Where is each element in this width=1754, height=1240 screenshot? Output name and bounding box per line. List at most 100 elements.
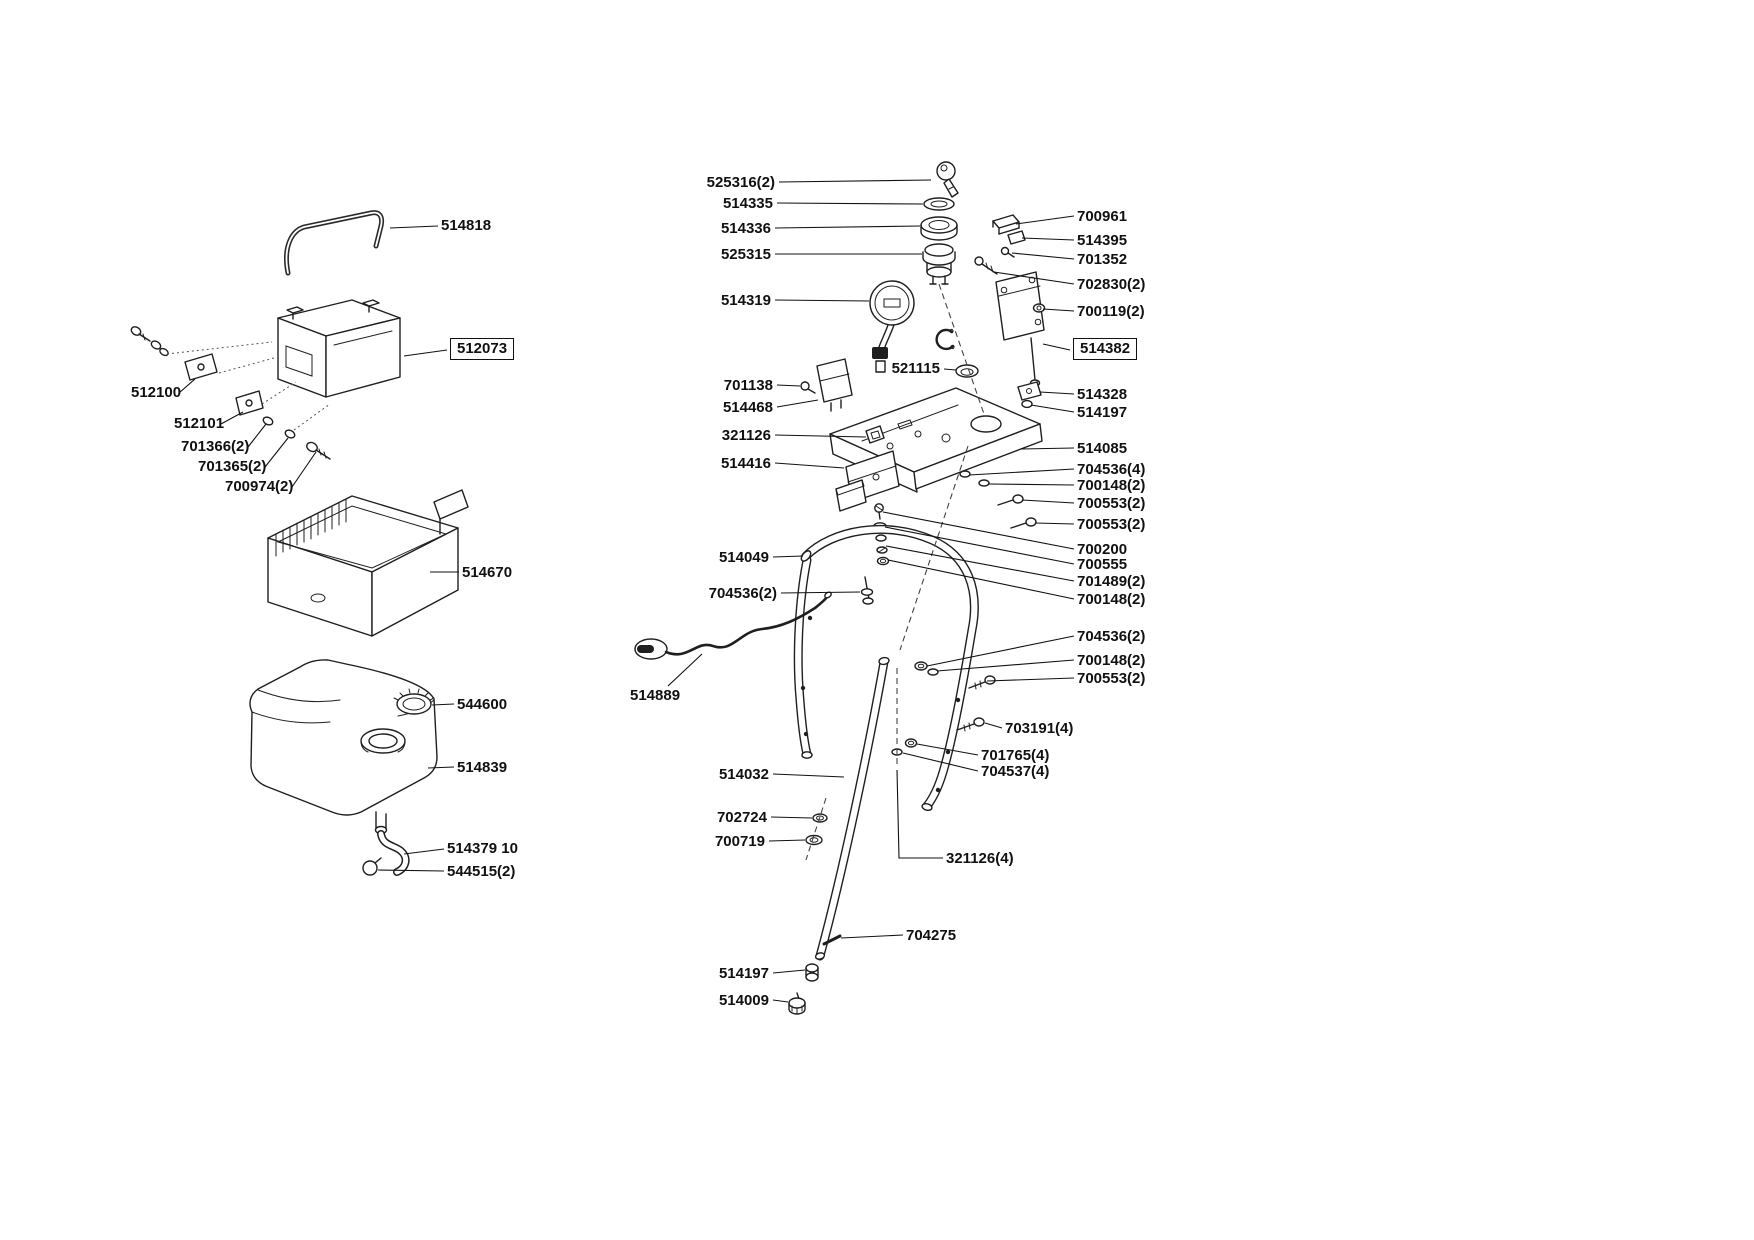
leader-line-321126-4- (896, 769, 943, 859)
leader-line-514416 (774, 462, 845, 469)
leader-line-544515-2- (377, 869, 445, 872)
leader-line-704536-2- (780, 591, 861, 594)
ignition-bezel-drawing (920, 216, 958, 241)
ignition-key-drawing (936, 161, 959, 198)
fuel-cap-drawing (393, 688, 435, 715)
leader-line-514032 (772, 773, 845, 778)
battery-tray-drawing (267, 489, 469, 637)
leader-line-514049 (772, 555, 804, 558)
leader-line-514839 (427, 766, 455, 769)
part-label-700553-2-: 700553(2) (1077, 495, 1146, 512)
leader-line-704275 (840, 934, 904, 939)
washer-700719-drawing (805, 834, 823, 846)
part-label-704537-4-: 704537(4) (981, 763, 1050, 780)
leader-line-702724 (770, 816, 813, 819)
ignition-switch-drawing (922, 243, 956, 285)
relay-screw-drawing (800, 381, 810, 391)
leader-line-514197 (772, 969, 806, 974)
part-label-700148-2-: 700148(2) (1077, 652, 1146, 669)
part-label-514032: 514032 (718, 766, 769, 783)
part-label-700553-2-: 700553(2) (1077, 670, 1146, 687)
leader-line-512101 (220, 411, 244, 425)
part-label-704536-4-: 704536(4) (1077, 461, 1146, 478)
leader-line-703191-4- (984, 722, 1003, 729)
construction-lines (166, 283, 985, 861)
part-label-702830-2-: 702830(2) (1077, 276, 1146, 293)
leader-line-514889 (667, 653, 703, 687)
leader-line-700200 (882, 511, 1075, 550)
part-label-514382: 514382 (1073, 338, 1138, 360)
leader-line-701352 (1011, 252, 1075, 260)
grommet-drawing (955, 364, 979, 378)
part-label-514197: 514197 (718, 965, 769, 982)
part-label-514335: 514335 (722, 195, 773, 212)
hour-meter-drawing (869, 280, 915, 373)
part-label-700555: 700555 (1077, 556, 1128, 573)
leader-line-525316-2- (778, 179, 932, 183)
leader-line-521115 (943, 368, 957, 371)
leader-line-700148-2- (936, 659, 1075, 672)
leader-line-514395 (1021, 237, 1075, 241)
relay-drawing (800, 358, 853, 412)
leader-line-700148-2- (887, 559, 1075, 600)
leader-line-514382 (1042, 343, 1071, 351)
leader-line-704536-2- (926, 635, 1075, 667)
part-label-701365-2-: 701365(2) (198, 458, 267, 475)
leader-line-700719 (768, 839, 806, 842)
part-label-512073: 512073 (450, 338, 515, 360)
leader-line-700553-2- (986, 677, 1075, 682)
leader-line-514328 (1039, 391, 1075, 395)
leader-line-700974-2- (291, 451, 317, 488)
panel-clip-drawing (865, 425, 885, 444)
part-label-514009: 514009 (718, 992, 769, 1009)
leader-line-514085 (1020, 447, 1075, 450)
part-label-700200: 700200 (1077, 541, 1128, 558)
part-label-544600: 544600 (457, 696, 508, 713)
battery-mount-hardware-drawing (130, 326, 331, 460)
leader-line-704537-4- (902, 752, 979, 772)
leader-line-514335 (776, 202, 924, 205)
leader-line-700553-2- (1021, 499, 1075, 504)
part-label-514670: 514670 (462, 564, 513, 581)
part-label-514468: 514468 (722, 399, 773, 416)
part-label-702724: 702724 (716, 809, 767, 826)
leader-line-512073 (403, 349, 448, 357)
leader-line-514818 (389, 225, 439, 229)
leader-line-514319 (774, 299, 870, 302)
part-label-701366-2-: 701366(2) (181, 438, 250, 455)
part-label-703191-4-: 703191(4) (1005, 720, 1074, 737)
leader-line-702830-2- (993, 271, 1075, 285)
part-label-514379-10: 514379 10 (447, 840, 518, 857)
leader-line-704536-4- (968, 468, 1075, 476)
battery-holddown-rod-drawing (284, 210, 385, 276)
part-label-514839: 514839 (457, 759, 508, 776)
part-label-525315: 525315 (720, 246, 771, 263)
part-label-700719: 700719 (714, 833, 765, 850)
fuel-hose-drawing (362, 830, 410, 876)
battery-cable-drawing (634, 591, 832, 660)
part-label-514889: 514889 (630, 687, 681, 704)
part-label-514049: 514049 (718, 549, 769, 566)
bracket-fastener-stack-drawing (873, 503, 890, 566)
part-label-701138: 701138 (723, 377, 773, 394)
part-label-514395: 514395 (1077, 232, 1128, 249)
leader-line-701138 (776, 384, 801, 387)
plate-hardware-drawing (974, 214, 1046, 409)
part-label-701489-2-: 701489(2) (1077, 573, 1146, 590)
leader-line-514009 (772, 999, 789, 1003)
part-label-514085: 514085 (1077, 440, 1128, 457)
leader-line-701765-4- (916, 743, 979, 756)
leader-line-514468 (776, 399, 819, 408)
leader-line-700555 (884, 526, 1075, 565)
leader-line-514197 (1030, 404, 1075, 413)
tube-fasteners-drawing (891, 470, 1037, 756)
part-label-321126-4-: 321126(4) (946, 850, 1014, 867)
part-label-525316-2-: 525316(2) (706, 174, 775, 191)
part-label-514818: 514818 (441, 217, 492, 234)
part-label-700961: 700961 (1077, 208, 1128, 225)
leader-line-321126 (774, 434, 867, 438)
battery-drawing (277, 299, 401, 398)
part-label-512101: 512101 (174, 415, 225, 432)
part-label-514197: 514197 (1077, 404, 1128, 421)
part-label-700148-2-: 700148(2) (1077, 591, 1146, 608)
